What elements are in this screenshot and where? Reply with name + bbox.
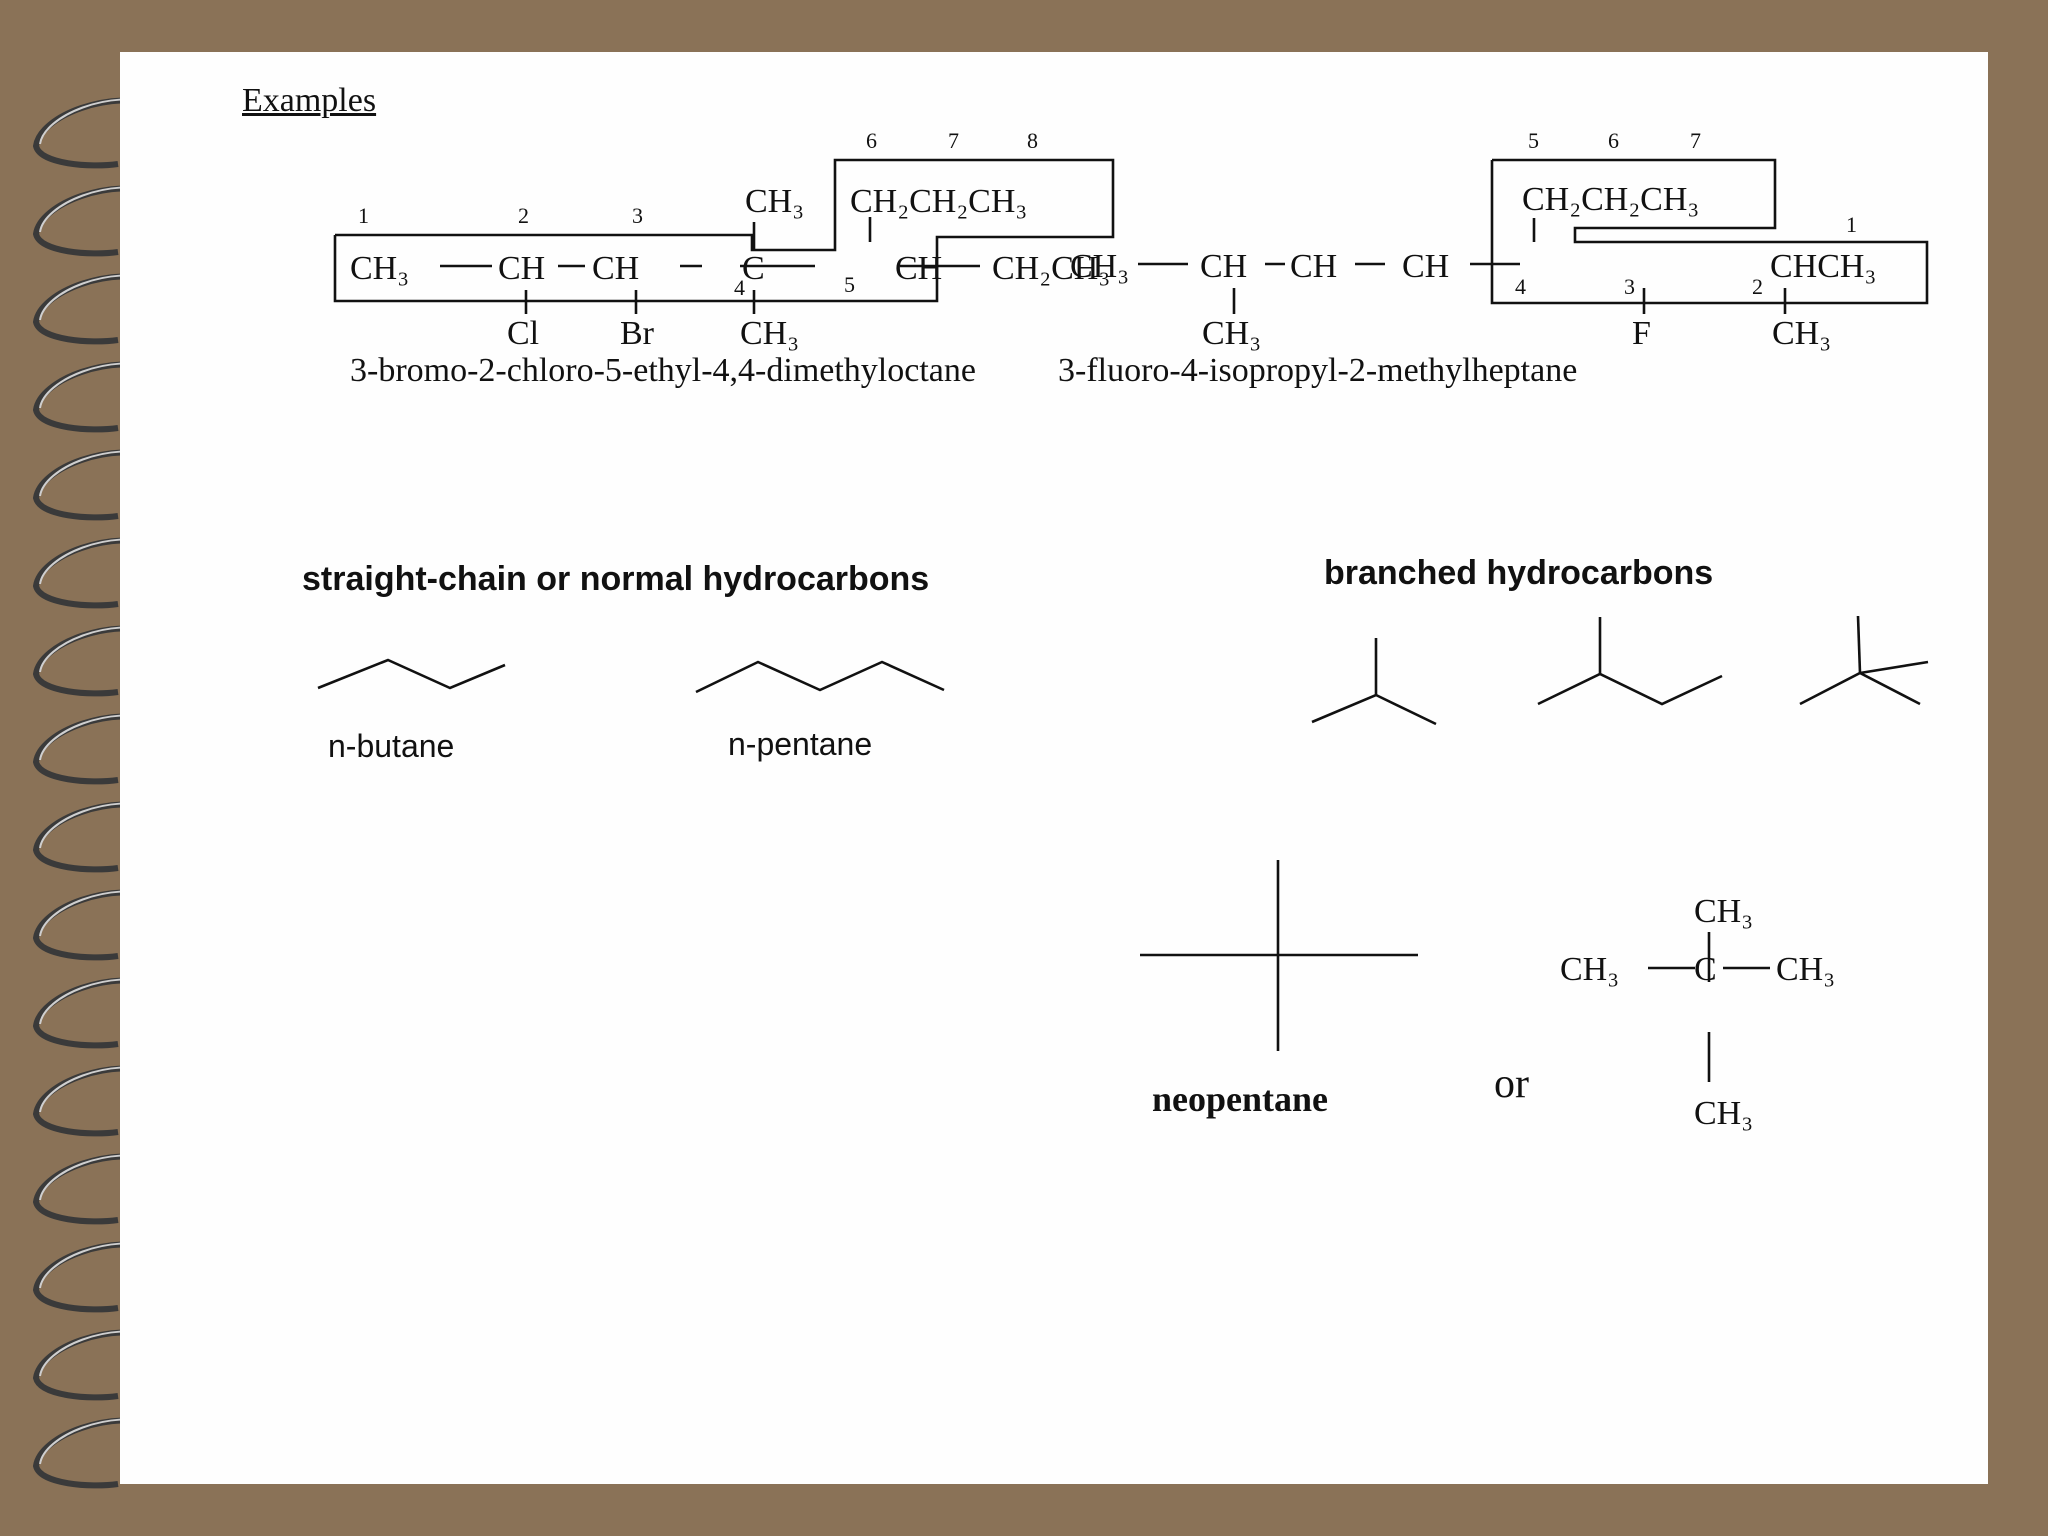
example1-number: 6 (866, 128, 877, 153)
ex1-ch-a: CH (498, 250, 545, 287)
n-pentane-label: n-pentane (728, 726, 873, 762)
ex1-ch3-left: CH₃ (350, 250, 409, 287)
example2-name: 3-fluoro-4-isopropyl-2-methylheptane (1058, 352, 1578, 389)
example2-number: 3 (1624, 274, 1635, 299)
neopentane-label: neopentane (1152, 1079, 1329, 1119)
example1-number: 7 (948, 128, 959, 153)
example2-number: 5 (1528, 128, 1539, 153)
ex1-ch-c: CH (895, 250, 942, 287)
ex1-propyl: CH₂CH₂CH₃ (850, 183, 1027, 220)
ex2-propyl: CH₂CH₂CH₃ (1522, 181, 1699, 218)
skeletal-structures: C CH₃ CH₃ CH₃ CH₃ (317, 615, 1929, 1132)
example1-number: 8 (1027, 128, 1038, 153)
example1-number: 2 (518, 203, 529, 228)
ex1-ch-b: CH (592, 250, 639, 287)
n-butane-skeleton (317, 658, 506, 690)
example1-name: 3-bromo-2-chloro-5-ethyl-4,4-dimethyloct… (350, 352, 976, 389)
example2-chain-box (1490, 158, 1929, 305)
ex2-f: F (1632, 315, 1651, 352)
ex2-ch3-bottom1: CH₃ (1202, 315, 1261, 352)
notebook-page: Examples 1 2 3 4 5 6 7 8 (120, 52, 1988, 1484)
or-label: or (1494, 1061, 1529, 1107)
ex1-cl: Cl (507, 315, 539, 352)
ex2-ch3-bottom2: CH₃ (1772, 315, 1831, 352)
isobutane-skeleton (1311, 693, 1437, 726)
ex2-ch3-left: CH₃ (1070, 248, 1129, 285)
example2-number: 1 (1846, 212, 1857, 237)
ex1-ch3-top: CH₃ (745, 183, 804, 220)
example2-number: 2 (1752, 274, 1763, 299)
example2-number: 4 (1515, 274, 1526, 299)
example1-number: 4 (734, 275, 745, 300)
ex2-ch-c: CH (1402, 248, 1449, 285)
isopentane-skeleton (1537, 672, 1723, 706)
neopentane-skeleton-small (1799, 671, 1921, 706)
ex2-ch-b: CH (1290, 248, 1337, 285)
example2-number: 6 (1608, 128, 1619, 153)
ex1-ch3-bottom: CH₃ (740, 315, 799, 352)
branched-title: branched hydrocarbons (1324, 554, 1714, 592)
example1-number: 1 (358, 203, 369, 228)
straight-chain-title: straight-chain or normal hydrocarbons (302, 560, 930, 598)
example1-chain-box (333, 158, 1115, 303)
neopentane-ch3-left: CH₃ (1560, 951, 1619, 988)
example1-number: 3 (632, 203, 643, 228)
example2-structure: 5 6 7 1 4 3 2 CH₃ CH CH CH CHCH₃ CH₂CH₂C… (1070, 128, 1929, 352)
ex2-chch3: CHCH₃ (1770, 248, 1876, 285)
neopentane-ch3-bottom: CH₃ (1694, 1095, 1753, 1132)
example1-structure: 1 2 3 4 5 6 7 8 CH₃ CH CH C CH CH₂CH₃ CH… (333, 128, 1115, 352)
neopentane-center-c: C (1694, 951, 1717, 988)
heading-examples: Examples (242, 82, 377, 119)
neopentane-ch3-right: CH₃ (1776, 951, 1835, 988)
n-pentane-skeleton (695, 660, 945, 694)
ex1-br: Br (620, 315, 655, 352)
n-butane-label: n-butane (328, 728, 455, 764)
ex1-ch2ch3: CH₂CH₃ (992, 250, 1110, 287)
ex2-ch-a: CH (1200, 248, 1247, 285)
example2-number: 7 (1690, 128, 1701, 153)
example1-number: 5 (844, 272, 855, 297)
ex1-c: C (742, 250, 765, 287)
neopentane-ch3-top: CH₃ (1694, 893, 1753, 930)
